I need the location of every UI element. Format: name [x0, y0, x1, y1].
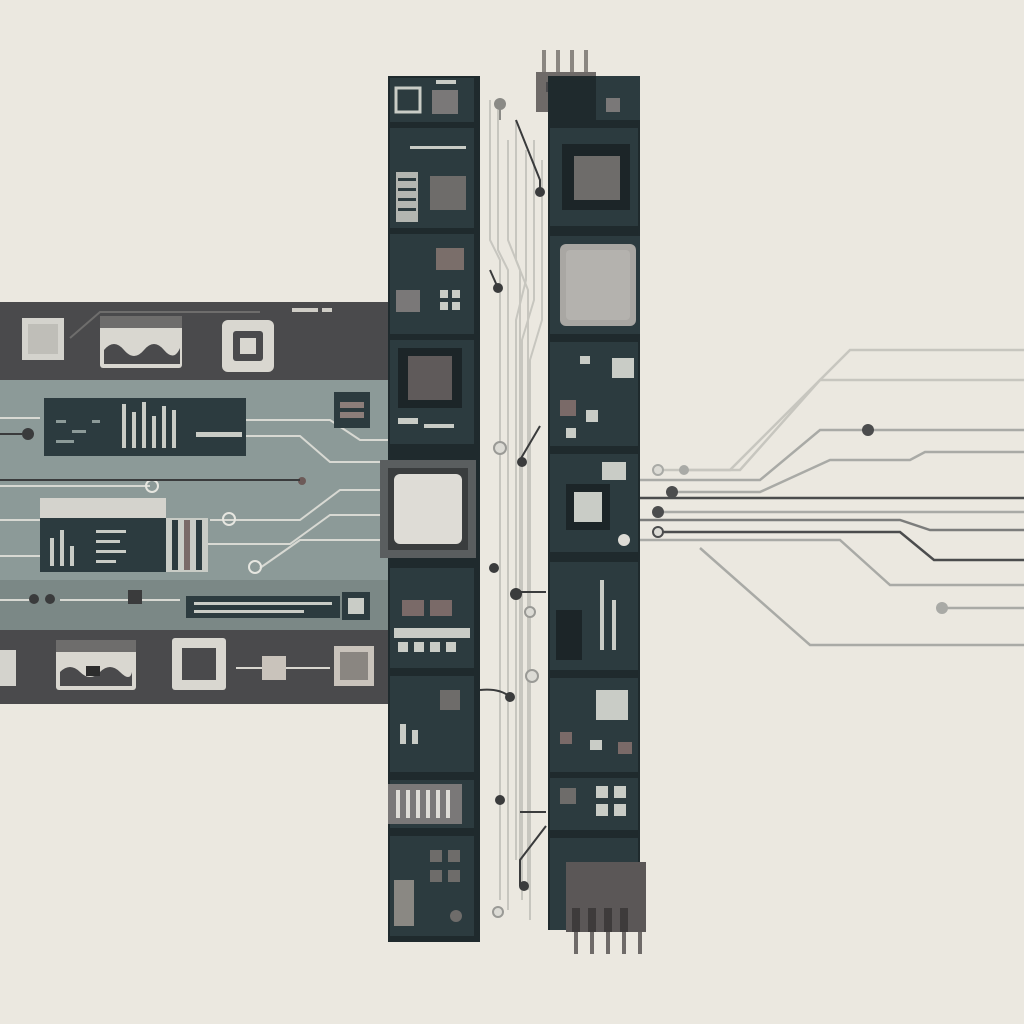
- trace-node-icon: [493, 441, 507, 455]
- connector-pins-icon: [566, 862, 646, 954]
- trace-node-icon: [493, 283, 503, 293]
- board-module: [550, 128, 638, 226]
- right-trace-nodes: [652, 424, 948, 614]
- chip-icon: [236, 656, 330, 680]
- trace-node-icon: [524, 606, 536, 618]
- board-module: [390, 340, 474, 444]
- display-panel-icon: [100, 316, 182, 368]
- trace-node-icon: [248, 560, 262, 574]
- board-module: [550, 562, 638, 670]
- left-board-stack: [380, 76, 480, 942]
- band-traces: [0, 417, 395, 601]
- trace-node-icon: [492, 906, 504, 918]
- board-module: [390, 836, 474, 936]
- trace-node-icon: [517, 457, 527, 467]
- chip-icon: [334, 646, 374, 686]
- board-module: [390, 676, 474, 772]
- trace-node-icon: [652, 526, 664, 538]
- connector-pins-icon: [186, 592, 370, 620]
- board-module: [390, 128, 474, 228]
- bar-graph-icon: [40, 498, 208, 572]
- trace-node-icon: [222, 512, 236, 526]
- board-module: [550, 678, 638, 772]
- trace-node-icon: [494, 98, 506, 110]
- chip-icon: [334, 392, 370, 428]
- board-module: [390, 568, 474, 668]
- trace-node-icon: [652, 464, 664, 476]
- trace-node-icon: [862, 424, 874, 436]
- board-module: [388, 780, 474, 828]
- trace-node-icon: [936, 602, 948, 614]
- trace-node-icon: [519, 881, 529, 891]
- trace-node-icon: [679, 465, 689, 475]
- trace-node-icon: [505, 692, 515, 702]
- band-top-dark: [0, 302, 395, 380]
- board-module: [550, 454, 638, 552]
- chip-icon: [128, 590, 142, 604]
- chip-icon: [380, 460, 476, 558]
- chip-icon: [172, 638, 226, 690]
- left-circuit-band: [0, 302, 395, 704]
- center-trace-nodes: [489, 98, 545, 918]
- bar-graph-icon: [44, 398, 246, 456]
- trace-node-icon: [666, 486, 678, 498]
- trace-node-icon: [495, 795, 505, 805]
- trace-node-icon: [510, 588, 522, 600]
- right-board-stack: [536, 50, 646, 954]
- trace-node-icon: [489, 563, 499, 573]
- trace-node-icon: [535, 187, 545, 197]
- display-panel-icon: [56, 640, 136, 690]
- trace-node-icon: [652, 506, 664, 518]
- board-module: [390, 234, 474, 334]
- chip-icon: [22, 318, 64, 360]
- board-module: [550, 342, 638, 446]
- right-outgoing-traces: [640, 348, 1024, 647]
- trace-node-icon: [29, 594, 39, 604]
- trace-node-icon: [45, 594, 55, 604]
- trace-node-icon: [525, 669, 539, 683]
- trace-node-icon: [22, 428, 34, 440]
- connector-pins-icon: [222, 320, 274, 372]
- board-module: [550, 778, 638, 830]
- chip-icon: [550, 236, 640, 334]
- board-module: [390, 78, 474, 122]
